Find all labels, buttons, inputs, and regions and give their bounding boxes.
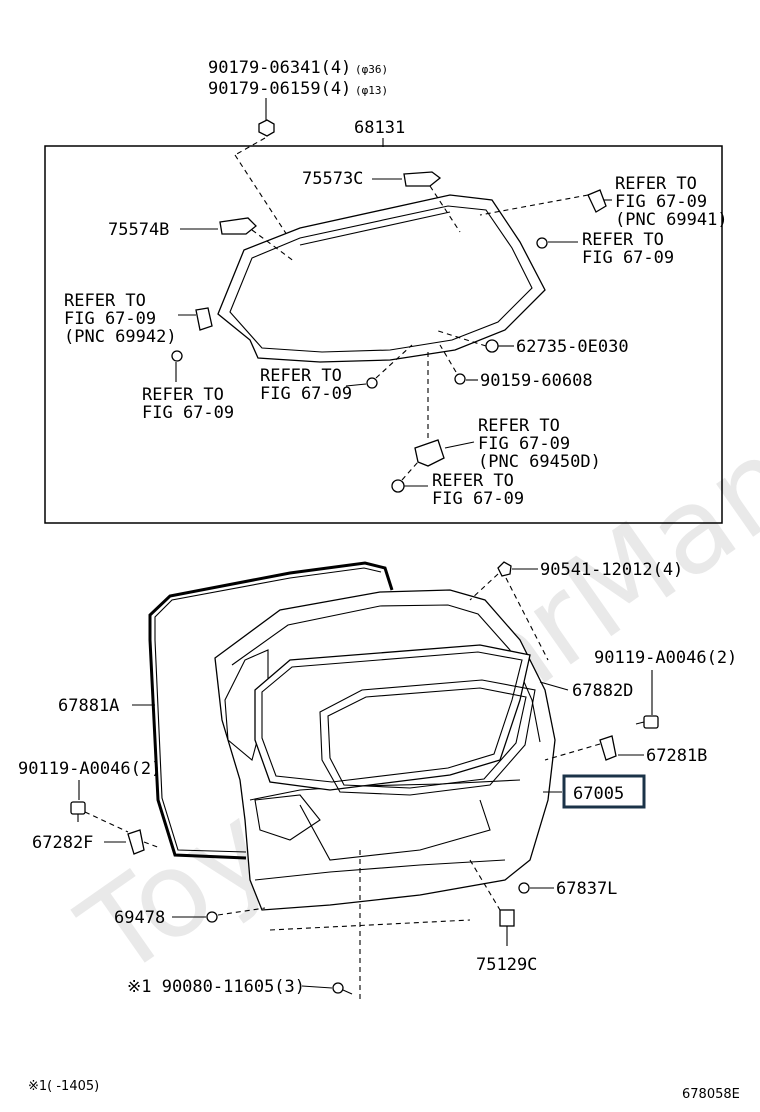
bolt-label-1-diameter: (φ36) xyxy=(355,63,388,76)
part-label-67281B: 67281B xyxy=(646,746,707,766)
latch-icon-69450D xyxy=(414,439,445,467)
part-label-67282F: 67282F xyxy=(32,833,93,853)
back-door-glass xyxy=(217,194,546,363)
screw-icon-ref2 xyxy=(536,237,548,249)
bolt-label-2-diameter: (φ13) xyxy=(355,84,388,97)
clip-icon-90541 xyxy=(497,561,512,577)
refer-label-5-line2: FIG 67-09 xyxy=(260,384,352,404)
refer-label-69942-line2: FIG 67-09 xyxy=(64,309,156,329)
part-label-90159-60608: 90159-60608 xyxy=(480,371,593,391)
screw-icon-ref5 xyxy=(366,377,378,389)
bolt-label-1: 90179-06341(4) xyxy=(208,58,351,78)
part-label-90080-11605: ※1 90080-11605(3) xyxy=(127,977,305,997)
bumper-icon-67837L xyxy=(518,882,530,894)
bolt-icon-top xyxy=(258,119,275,137)
part-label-75129C: 75129C xyxy=(476,955,537,975)
refer-label-4-line2: FIG 67-09 xyxy=(142,403,234,423)
clip-icon-75574B xyxy=(219,217,257,235)
part-label-69478: 69478 xyxy=(114,908,165,928)
bracket-icon-69941 xyxy=(587,189,607,213)
refer-label-5-line1: REFER TO xyxy=(260,366,342,386)
bolt-icon-90119-left xyxy=(70,801,86,822)
footnote: ※1( -1405) xyxy=(28,1079,99,1094)
part-label-62735-0E030: 62735-0E030 xyxy=(516,337,629,357)
refer-label-69450D-line1: REFER TO xyxy=(478,416,560,436)
refer-label-69941-line2: FIG 67-09 xyxy=(615,192,707,212)
part-label-90119-A0046-right: 90119-A0046(2) xyxy=(594,648,737,668)
part-label-67881A: 67881A xyxy=(58,696,119,716)
refer-label-7-line2: FIG 67-09 xyxy=(432,489,524,509)
bolt-icon-90119-right xyxy=(635,715,659,729)
refer-label-7-line1: REFER TO xyxy=(432,471,514,491)
screw-icon-90159 xyxy=(454,373,466,385)
plug-icon-62735 xyxy=(485,339,499,353)
screw-icon-90080 xyxy=(332,982,353,995)
screw-icon-ref4 xyxy=(171,350,183,362)
screw-icon-ref7 xyxy=(391,479,405,493)
bracket-icon-67281B xyxy=(599,735,617,761)
part-label-90541-12012: 90541-12012(4) xyxy=(540,560,683,580)
glass-label: 68131 xyxy=(354,118,405,138)
weatherstrip-67881A xyxy=(148,561,394,860)
refer-label-69941-line3: (PNC 69941) xyxy=(615,210,728,230)
refer-label-69942-line3: (PNC 69942) xyxy=(64,327,177,347)
cover-icon-75129C xyxy=(499,909,515,927)
part-label-67837L: 67837L xyxy=(556,879,617,899)
bolt-label-2: 90179-06159(4) xyxy=(208,79,351,99)
window-seal-67882D xyxy=(254,644,536,796)
bracket-icon-69942 xyxy=(195,307,213,331)
refer-label-69941-line1: REFER TO xyxy=(615,174,697,194)
part-label-67005-box xyxy=(562,774,646,809)
refer-label-69942-line1: REFER TO xyxy=(64,291,146,311)
part-label-67882D: 67882D xyxy=(572,681,633,701)
refer-label-69450D-line3: (PNC 69450D) xyxy=(478,452,601,472)
refer-label-69450D-line2: FIG 67-09 xyxy=(478,434,570,454)
figure-code: 678058E xyxy=(682,1087,740,1102)
plug-icon-69478 xyxy=(206,911,218,923)
refer-label-2-line1: REFER TO xyxy=(582,230,664,250)
refer-label-2-line2: FIG 67-09 xyxy=(582,248,674,268)
part-label-75574B: 75574B xyxy=(108,220,169,240)
part-label-67005: 67005 xyxy=(573,784,624,804)
part-label-90119-A0046-left: 90119-A0046(2) xyxy=(18,759,161,779)
refer-label-4-line1: REFER TO xyxy=(142,385,224,405)
bracket-icon-67282F xyxy=(127,829,145,855)
part-label-75573C: 75573C xyxy=(302,169,363,189)
clip-icon-75573C xyxy=(403,171,442,187)
